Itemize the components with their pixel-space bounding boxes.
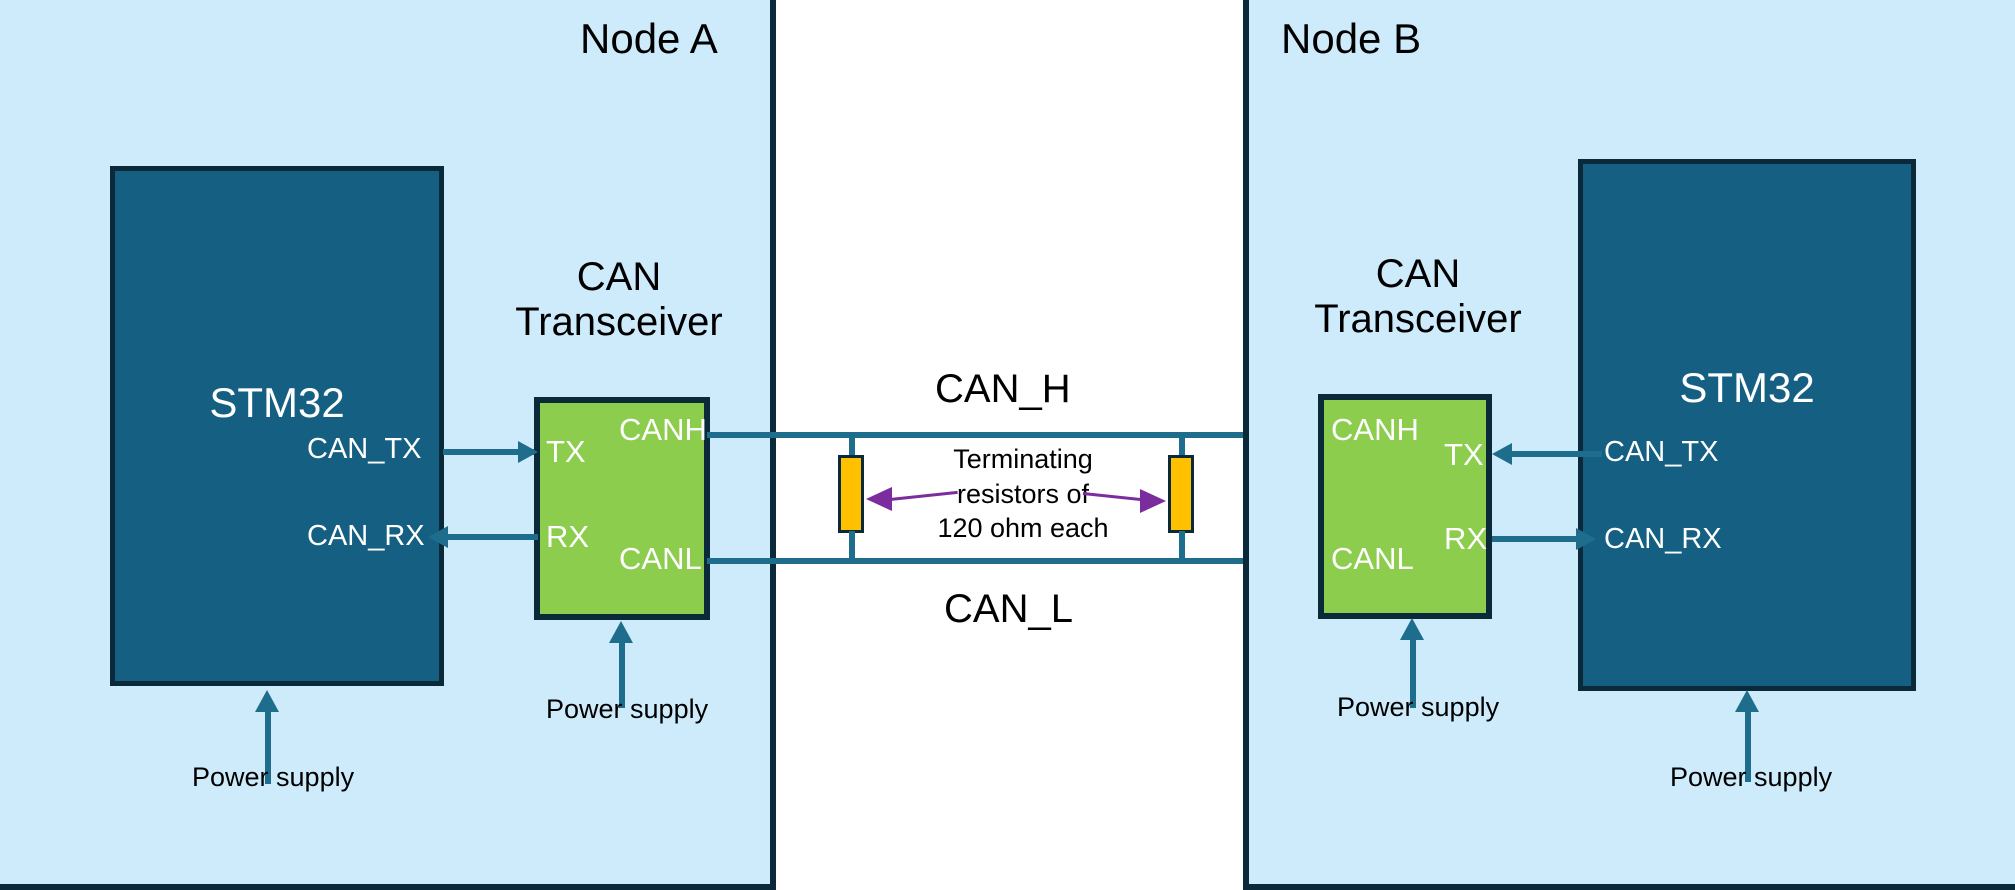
node-a-mcu-power-wire	[265, 712, 271, 784]
node-a-xcvr-pin-tx: TX	[546, 434, 586, 469]
node-b-tx-arrowhead-icon	[1492, 443, 1512, 465]
annotation-line1: Terminating	[953, 444, 1093, 474]
node-b-mcu-power-label: Power supply	[1670, 762, 1833, 792]
node-b-xcvr-pin-canl: CANL	[1331, 541, 1414, 576]
node-a-xcvr-pin-rx: RX	[546, 519, 590, 554]
node-b-mcu-pin-can-tx: CAN_TX	[1604, 436, 1719, 468]
node-b-xcvr-power-wire	[1410, 640, 1416, 708]
node-b-xcvr-power-arrowhead-icon	[1400, 618, 1424, 640]
node-b-rx-arrowhead-icon	[1576, 528, 1596, 550]
node-b-xcvr-pin-canh: CANH	[1331, 412, 1419, 447]
annotation-line2: resistors of	[956, 478, 1090, 509]
node-a-mcu-power-arrowhead-icon	[255, 690, 279, 712]
resistor-right-top-lead	[1179, 432, 1185, 457]
node-a-xcvr-power-wire	[619, 643, 625, 708]
node-b-mcu: STM32	[1578, 159, 1916, 691]
can-l-bus-line	[707, 558, 1320, 564]
annotation-arrow-left-head-icon	[866, 487, 892, 511]
can-h-label: CAN_H	[935, 367, 1071, 411]
annotation-line3: 120 ohm each	[937, 513, 1109, 544]
node-a-mcu-pin-can-tx: CAN_TX	[307, 433, 422, 465]
can-h-bus-line	[707, 432, 1320, 438]
node-b-mcu-pin-can-rx: CAN_RX	[1604, 523, 1722, 555]
node-b-tx-wire	[1512, 451, 1602, 457]
node-b-transceiver-title-line2: Transceiver	[1314, 296, 1522, 341]
node-a-transceiver-title: CAN Transceiver	[497, 255, 741, 345]
node-a-tx-arrowhead-icon	[518, 441, 538, 463]
terminating-resistor-right	[1168, 455, 1194, 533]
node-a-transceiver	[534, 397, 710, 620]
node-a-mcu-power-label: Power supply	[192, 762, 355, 792]
resistor-left-bottom-lead	[849, 531, 855, 561]
node-b-transceiver	[1318, 394, 1492, 619]
node-b-mcu-power-arrowhead-icon	[1735, 690, 1759, 712]
node-a-xcvr-pin-canl: CANL	[619, 541, 702, 576]
terminating-resistor-left	[838, 455, 864, 533]
node-b-xcvr-pin-tx: TX	[1444, 437, 1484, 472]
node-b-xcvr-pin-rx: RX	[1444, 521, 1488, 556]
node-b-mcu-power-wire	[1745, 712, 1751, 782]
resistor-left-top-lead	[849, 432, 855, 457]
node-a-xcvr-power-arrowhead-icon	[609, 621, 633, 643]
node-b-rx-wire	[1492, 536, 1582, 542]
node-a-mcu-label: STM32	[209, 379, 345, 426]
resistor-right-bottom-lead	[1179, 531, 1185, 561]
node-a-transceiver-title-line1: CAN	[576, 255, 662, 299]
node-a-mcu-pin-can-rx: CAN_RX	[307, 520, 425, 552]
node-b-transceiver-title: CAN Transceiver	[1296, 252, 1540, 342]
can-l-label: CAN_L	[944, 587, 1073, 631]
node-b-mcu-label: STM32	[1679, 364, 1815, 411]
node-a-rx-wire	[448, 534, 538, 540]
node-a-title: Node A	[580, 15, 718, 62]
terminating-resistors-annotation: Terminating resistors of 120 ohm each	[913, 442, 1133, 546]
node-a-rx-arrowhead-icon	[428, 526, 448, 548]
node-a-mcu: STM32	[110, 166, 444, 686]
node-b-transceiver-title-line1: CAN	[1375, 252, 1461, 296]
node-b-title: Node B	[1281, 15, 1422, 62]
node-a-tx-wire	[443, 449, 534, 455]
annotation-arrow-right-head-icon	[1140, 489, 1166, 513]
node-a-transceiver-title-line2: Transceiver	[515, 299, 723, 344]
node-a-xcvr-power-label: Power supply	[546, 694, 709, 724]
node-b-xcvr-power-label: Power supply	[1337, 692, 1500, 722]
node-a-xcvr-pin-canh: CANH	[619, 412, 707, 447]
